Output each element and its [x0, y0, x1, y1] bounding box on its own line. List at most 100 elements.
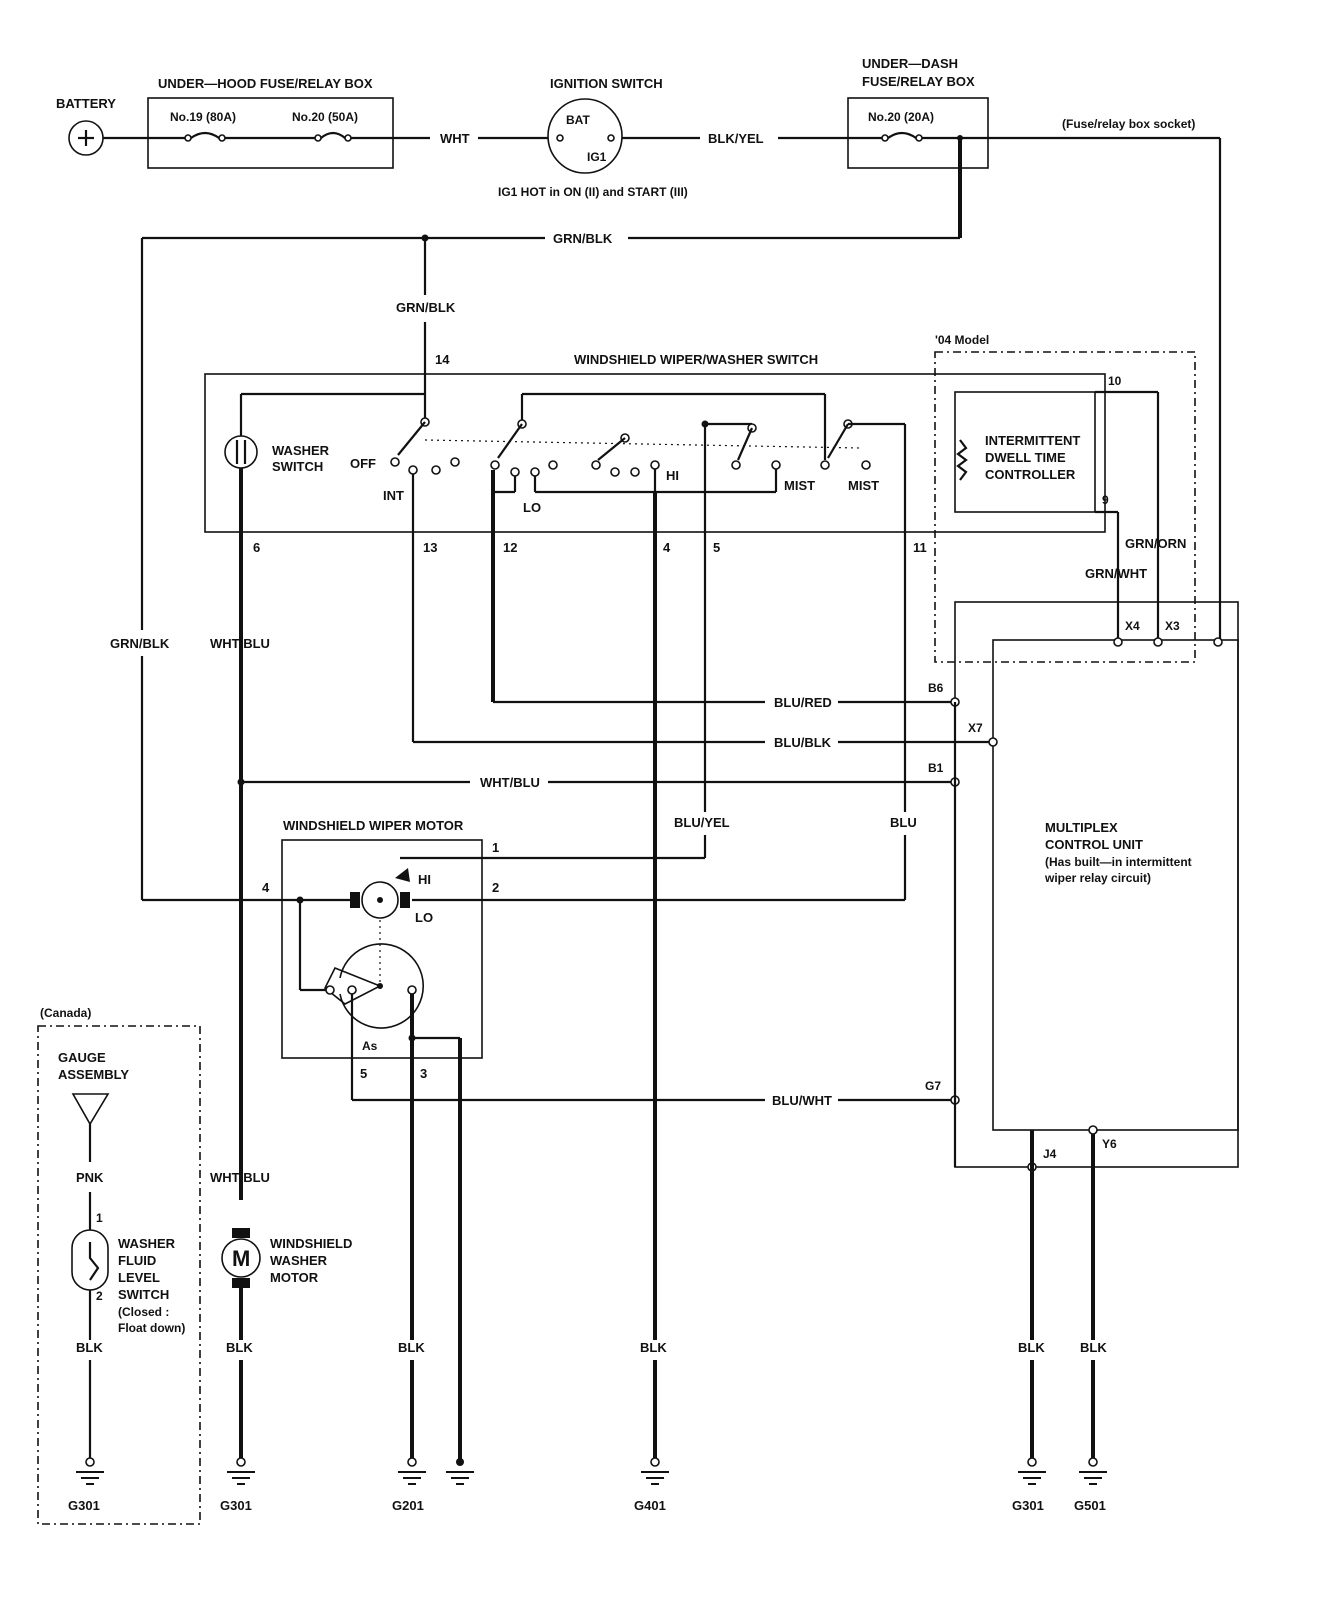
under-hood-box-label: UNDER—HOOD FUSE/RELAY BOX — [158, 76, 373, 91]
dwell-label-3: CONTROLLER — [985, 467, 1076, 482]
pin-11: 11 — [913, 540, 927, 555]
wire-wht-blu-mid: WHT/BLU — [480, 775, 540, 790]
wire-grn-blk-top: GRN/BLK — [553, 231, 613, 246]
wiper-switch-label: WINDSHIELD WIPER/WASHER SWITCH — [574, 352, 818, 367]
wire-wht: WHT — [440, 131, 470, 146]
pin-f1: 1 — [96, 1211, 103, 1225]
grounds: G301 G301 G201 G401 — [68, 1457, 1107, 1513]
mcu-inner-box — [992, 639, 1239, 1131]
ground-icon — [227, 1457, 255, 1485]
pin-g7: G7 — [925, 1079, 941, 1093]
pin-9: 9 — [1102, 493, 1109, 507]
pin-m3: 3 — [420, 1066, 427, 1081]
wire-blu-wht: BLU/WHT — [772, 1093, 832, 1108]
under-dash-box-label-2: FUSE/RELAY BOX — [862, 74, 975, 89]
fluid-label-2: FLUID — [118, 1253, 156, 1268]
pin-j4: J4 — [1043, 1147, 1057, 1161]
ground-icon — [446, 1458, 474, 1485]
motor-as-label: As — [362, 1039, 378, 1053]
wire-blk-1: BLK — [76, 1340, 103, 1355]
ground-g301-c: G301 — [1012, 1498, 1044, 1513]
wiper-motor-label: WINDSHIELD WIPER MOTOR — [283, 818, 464, 833]
canada-dashed-box — [37, 1025, 201, 1525]
power-feed: BATTERY UNDER—HOOD FUSE/RELAY BOX No.19 … — [56, 56, 1222, 640]
fluid-switch-icon — [71, 1229, 109, 1291]
pin-x4: X4 — [1125, 619, 1140, 633]
model-04-dashed-box — [934, 351, 1196, 663]
model-note: '04 Model — [935, 333, 989, 347]
ignition-note: IG1 HOT in ON (II) and START (III) — [498, 185, 688, 199]
switch-linkage — [424, 439, 861, 449]
ground-icon — [1018, 1457, 1046, 1485]
ground-icon — [398, 1457, 426, 1485]
fuse-19-label: No.19 (80A) — [170, 110, 236, 124]
pin-b6: B6 — [928, 681, 944, 695]
ground-wires: BLK BLK BLK BLK — [398, 1130, 1107, 1458]
ground-g201: G201 — [392, 1498, 424, 1513]
ignition-switch-label: IGNITION SWITCH — [550, 76, 663, 91]
dwell-controller-group: '04 Model INTERMITTENT DWELL TIME CONTRO… — [934, 333, 1196, 663]
under-dash-box — [847, 97, 989, 169]
washer-motor-label-3: MOTOR — [270, 1270, 319, 1285]
mcu-label-4: wiper relay circuit) — [1044, 871, 1151, 885]
wiper-motor-icon — [361, 881, 399, 919]
pin-b1: B1 — [928, 761, 944, 775]
washer-motor-symbol: M — [232, 1246, 250, 1271]
pos-off-label: OFF — [350, 456, 376, 471]
under-dash-box-label-1: UNDER—DASH — [862, 56, 958, 71]
washer-motor-label-2: WASHER — [270, 1253, 328, 1268]
wire-blk-2: BLK — [226, 1340, 253, 1355]
ground-g301-a: G301 — [68, 1498, 100, 1513]
pin-x7: X7 — [968, 721, 983, 735]
fuse-19-icon — [190, 131, 220, 139]
wire-wht-blu-left: WHT/BLU — [210, 636, 270, 651]
wire-blu-red: BLU/RED — [774, 695, 832, 710]
wire-wht-blu-low: WHT/BLU — [210, 1170, 270, 1185]
wiper-washer-switch: WINDSHIELD WIPER/WASHER SWITCH 14 WASHER… — [204, 352, 1106, 1200]
battery-label: BATTERY — [56, 96, 116, 111]
ground-g401: G401 — [634, 1498, 666, 1513]
gauge-icon — [71, 1093, 110, 1126]
fuse-20-hood-icon — [320, 131, 346, 139]
pin-m1: 1 — [492, 840, 499, 855]
wire-blk-3: BLK — [398, 1340, 425, 1355]
pin-f2: 2 — [96, 1289, 103, 1303]
dwell-controller-box — [954, 391, 1096, 513]
wire-blu-yel: BLU/YEL — [674, 815, 730, 830]
pin-13: 13 — [423, 540, 437, 555]
fluid-label-4: SWITCH — [118, 1287, 169, 1302]
pos-hi-label: HI — [666, 468, 679, 483]
wire-grn-wht: GRN/WHT — [1085, 566, 1147, 581]
washer-motor-label-1: WINDSHIELD — [270, 1236, 352, 1251]
pin-12: 12 — [503, 540, 517, 555]
ground-icon — [1079, 1457, 1107, 1485]
washer-motor: WHT/BLU M WINDSHIELD WASHER MOTOR BLK — [210, 1170, 352, 1458]
gauge-label-2: ASSEMBLY — [58, 1067, 129, 1082]
pin-m4: 4 — [262, 880, 270, 895]
mcu-label-3: (Has built—in intermittent — [1045, 855, 1192, 869]
wire-pnk: PNK — [76, 1170, 104, 1185]
ignition-bat-label: BAT — [566, 113, 590, 127]
pin-y6: Y6 — [1102, 1137, 1117, 1151]
park-cam-icon — [339, 943, 425, 1029]
dwell-label-1: INTERMITTENT — [985, 433, 1080, 448]
fluid-label-5: (Closed : — [118, 1305, 169, 1319]
mcu-label-1: MULTIPLEX — [1045, 820, 1118, 835]
pin-14: 14 — [435, 352, 450, 367]
multiplex-control-unit: MULTIPLEX CONTROL UNIT (Has built—in int… — [925, 601, 1239, 1172]
fluid-label-3: LEVEL — [118, 1270, 160, 1285]
pos-lo-label: LO — [523, 500, 541, 515]
pin-m2: 2 — [492, 880, 499, 895]
washer-switch-label-1: WASHER — [272, 443, 330, 458]
grn-blk-bus: GRN/BLK GRN/BLK GRN/BLK 4 — [110, 231, 960, 904]
washer-switch-icon — [224, 435, 258, 469]
pin-6: 6 — [253, 540, 260, 555]
wire-grn-blk-left: GRN/BLK — [110, 636, 170, 651]
wire-grn-orn: GRN/ORN — [1125, 536, 1186, 551]
pos-mist-2-label: MIST — [848, 478, 879, 493]
wiper-motor-box — [281, 839, 483, 1059]
ground-g301-b: G301 — [220, 1498, 252, 1513]
wire-blk-6: BLK — [1080, 1340, 1107, 1355]
washer-motor-icon — [221, 1238, 261, 1278]
